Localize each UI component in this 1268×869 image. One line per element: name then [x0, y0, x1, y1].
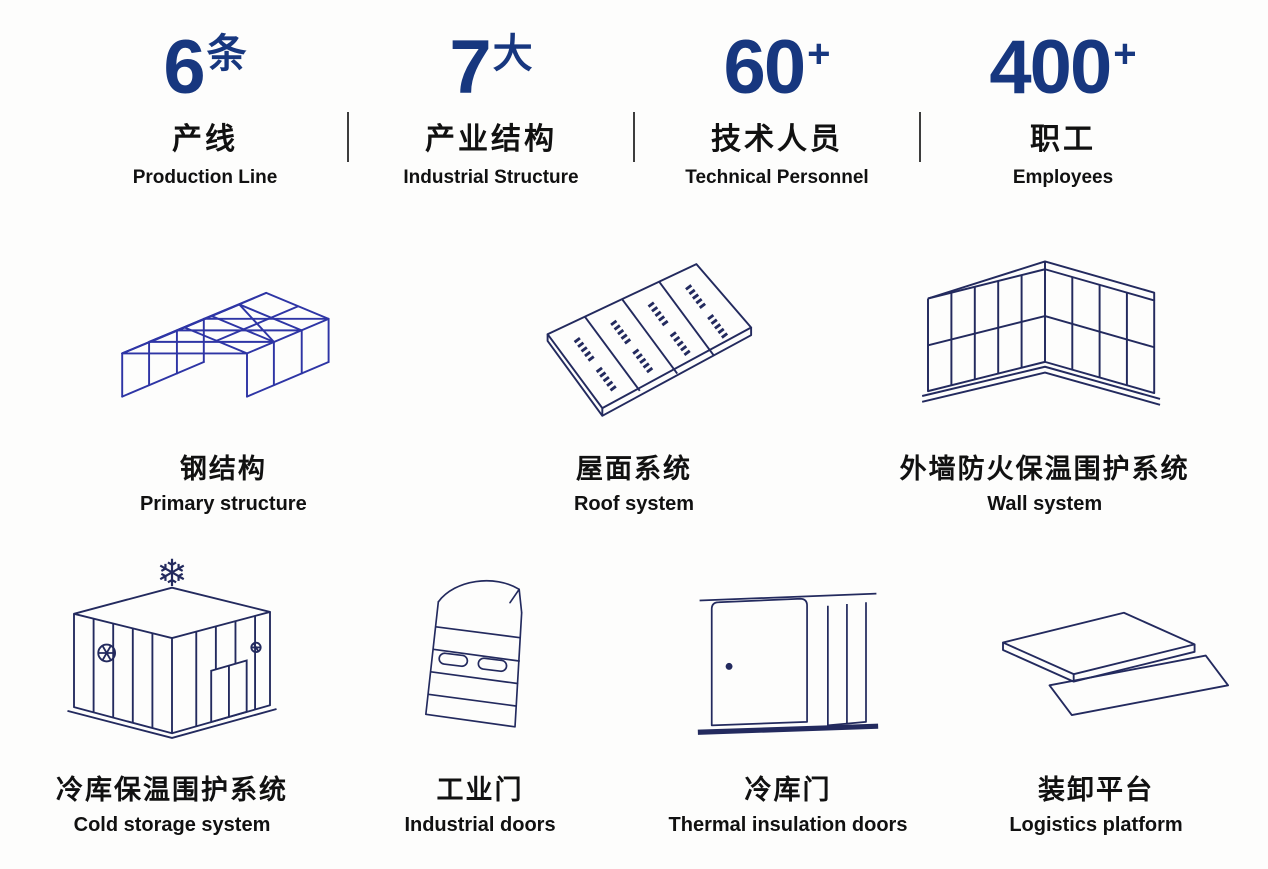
- stat-number-text: 400: [989, 25, 1112, 110]
- divider: [347, 112, 349, 162]
- product-label-en: Primary structure: [139, 493, 307, 515]
- product-label-zh: 屋面系统: [576, 454, 692, 484]
- divider: [633, 112, 635, 162]
- product-illustration: ❄: [18, 550, 326, 756]
- wall-system-icon: [921, 260, 1160, 406]
- products-row-2: ❄: [0, 550, 1268, 837]
- stat-value: 60+: [652, 30, 902, 106]
- stat-industrial-structure: 7大 产业结构 Industrial Structure: [366, 30, 616, 189]
- products-row-1: 钢结构 Primary structure: [0, 233, 1268, 516]
- product-card-wall-system: 外墙防火保温围护系统 Wall system: [839, 233, 1250, 516]
- cold-room-door-icon: [697, 592, 879, 735]
- product-label-zh: 冷库保温围护系统: [56, 775, 288, 805]
- steel-structure-icon: [121, 291, 330, 398]
- stat-number-text: 7: [449, 25, 491, 110]
- roof-system-icon: [546, 263, 753, 417]
- product-card-logistics-platform: 装卸平台 Logistics platform: [942, 550, 1250, 837]
- product-label-en: Thermal insulation doors: [668, 814, 908, 836]
- stat-value: 7大: [366, 30, 616, 106]
- product-illustration: [839, 233, 1250, 435]
- stat-label-zh: 产业结构: [425, 123, 557, 156]
- divider: [919, 112, 921, 162]
- stat-label-zh: 产线: [172, 123, 238, 156]
- industrial-door-icon: [425, 579, 523, 728]
- stat-label-en: Technical Personnel: [685, 167, 869, 188]
- product-label-en: Wall system: [987, 493, 1103, 515]
- product-label-zh: 外墙防火保温围护系统: [899, 454, 1190, 484]
- stat-label-en: Employees: [1012, 167, 1114, 188]
- stat-technical-personnel: 60+ 技术人员 Technical Personnel: [652, 30, 902, 189]
- stat-value: 6条: [80, 30, 330, 106]
- product-illustration: [429, 233, 840, 435]
- stat-label-en: Production Line: [132, 167, 278, 188]
- product-card-industrial-doors: 工业门 Industrial doors: [326, 550, 634, 837]
- stat-unit-text: +: [1113, 32, 1137, 76]
- stat-label-zh: 技术人员: [711, 123, 843, 156]
- stat-unit-text: 大: [492, 32, 533, 76]
- product-label-en: Cold storage system: [73, 814, 271, 836]
- stat-production-lines: 6条 产线 Production Line: [80, 30, 330, 189]
- product-label-zh: 钢结构: [179, 454, 267, 484]
- stat-unit-text: +: [807, 32, 831, 76]
- product-illustration: [634, 550, 942, 756]
- product-label-en: Industrial doors: [404, 814, 556, 836]
- product-illustration: [942, 550, 1250, 756]
- dock-leveler-icon: [1002, 611, 1229, 717]
- product-card-cold-room-doors: 冷库门 Thermal insulation doors: [634, 550, 942, 837]
- product-label-en: Logistics platform: [1009, 814, 1183, 836]
- product-label-zh: 冷库门: [744, 775, 832, 805]
- product-card-steel-structure: 钢结构 Primary structure: [18, 233, 429, 516]
- product-label-zh: 装卸平台: [1038, 775, 1154, 805]
- product-label-zh: 工业门: [436, 775, 524, 805]
- stats-row: 6条 产线 Production Line 7大 产业结构 Industrial…: [0, 0, 1268, 189]
- product-card-cold-storage: ❄: [18, 550, 326, 837]
- stat-employees: 400+ 职工 Employees: [938, 30, 1188, 189]
- product-label-en: Roof system: [573, 493, 695, 515]
- product-illustration: [18, 233, 429, 435]
- product-illustration: [326, 550, 634, 756]
- stat-label-zh: 职工: [1030, 123, 1096, 156]
- cold-storage-icon: ❄: [67, 552, 277, 739]
- stat-number-text: 6: [163, 25, 205, 110]
- stat-unit-text: 条: [206, 32, 247, 76]
- stat-number-text: 60: [723, 25, 807, 110]
- stat-label-en: Industrial Structure: [403, 167, 579, 188]
- stat-value: 400+: [938, 30, 1188, 106]
- product-card-roof-system: 屋面系统 Roof system: [429, 233, 840, 516]
